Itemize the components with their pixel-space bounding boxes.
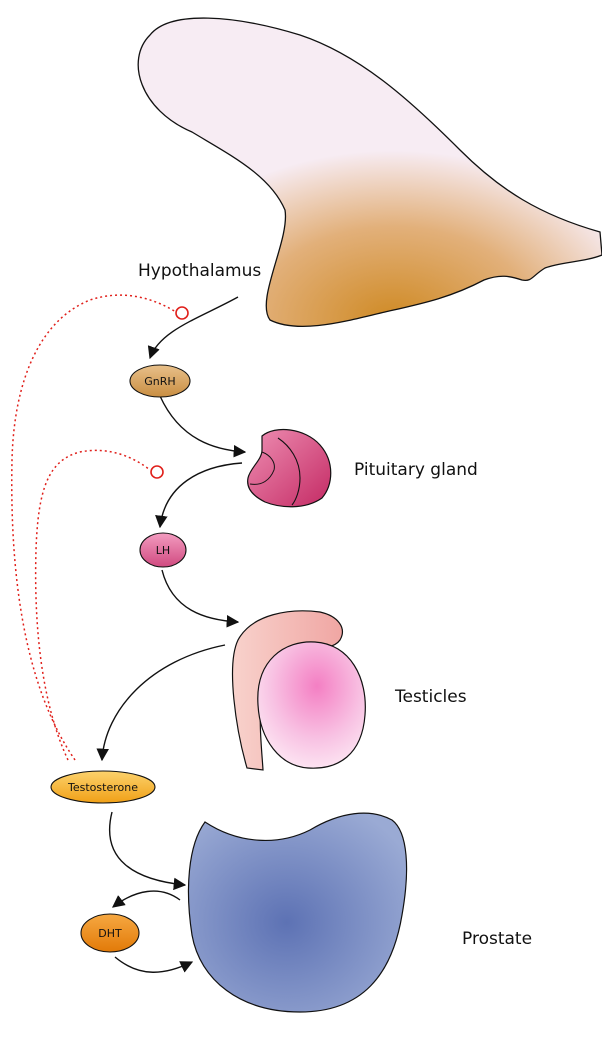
arrow-testosterone-to-prostate [110,812,185,885]
dht-label: DHT [98,927,122,940]
hypothalamus-label: Hypothalamus [138,261,261,281]
pituitary-gland-shape [248,430,331,507]
arrow-testicles-to-testosterone [102,645,225,760]
arrow-pituitary-to-lh [160,463,242,527]
testosterone-label: Testosterone [67,781,138,794]
prostate-shape [188,813,406,1012]
testicles-label: Testicles [394,687,467,707]
arrow-dht-to-prostate [115,957,192,972]
testicles-shape [233,611,366,770]
arrow-lh-to-testicles [162,570,238,622]
arrow-prostate-to-dht [113,891,180,907]
prostate-label: Prostate [462,929,532,949]
inhibition-line-hypothalamus [12,295,176,760]
inhibition-marker-pituitary [151,466,163,478]
inhibition-marker-hypothalamus [176,307,188,319]
inhibition-line-pituitary [36,450,150,760]
pituitary-label: Pituitary gland [354,460,478,480]
lh-label: LH [156,544,170,557]
gnrh-label: GnRH [144,375,175,388]
arrow-hypothalamus-to-gnrh [150,297,238,358]
arrow-gnrh-to-pituitary [160,396,245,452]
